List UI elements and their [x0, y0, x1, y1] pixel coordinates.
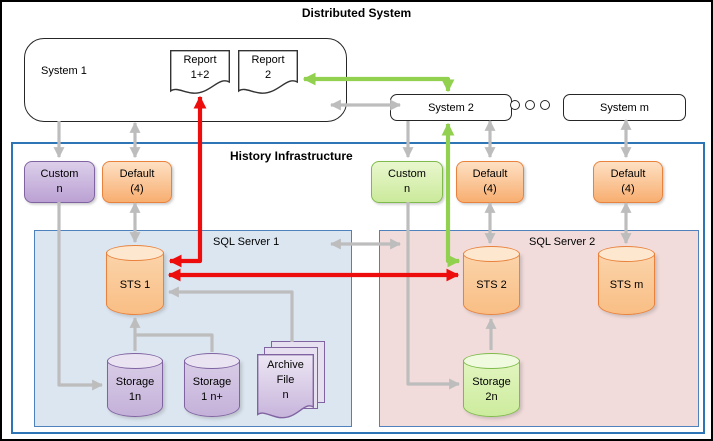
system-2-node: System 2 — [390, 94, 512, 121]
ellipsis-circle-icon — [510, 100, 520, 110]
diagram-title: Distributed System — [301, 6, 412, 20]
adapter-label-line2: (4) — [130, 183, 144, 195]
sts-2-database: STS 2 — [463, 246, 520, 315]
storage-1n-plus-label-line1: Storage — [192, 376, 232, 388]
sql-server-2-label: SQL Server 2 — [529, 236, 596, 248]
default-adapter-system2-node: Default (4) — [456, 161, 524, 203]
archive-label-line2: File — [276, 374, 295, 386]
adapter-label-line1: Default — [472, 168, 508, 180]
cylinder-top-icon — [107, 353, 163, 369]
adapter-label-line2: (4) — [621, 183, 635, 195]
archive-label-line3: n — [282, 389, 289, 401]
sts-2-label: STS 2 — [476, 279, 507, 291]
storage-2n-label-line2: 2n — [485, 391, 498, 403]
sts-1-database: STS 1 — [106, 245, 164, 315]
system-2-label: System 2 — [428, 101, 474, 114]
system-1-label: System 1 — [41, 65, 87, 77]
cylinder-top-icon — [463, 353, 520, 369]
adapter-label-line2: n — [56, 183, 63, 195]
storage-2n-database: Storage 2n — [463, 353, 520, 417]
adapter-label-line2: (4) — [483, 183, 497, 195]
system-m-label: System m — [600, 101, 649, 114]
archive-front-page-icon — [257, 354, 314, 419]
report-1-2-label-line2: 1+2 — [190, 69, 210, 81]
archive-file-node: Archive File n — [257, 340, 327, 420]
cylinder-top-icon — [106, 245, 164, 261]
custom-adapter-system2-node: Custom n — [371, 161, 443, 203]
sts-m-label: STS m — [609, 279, 644, 291]
report-2-node: Report 2 — [238, 50, 298, 96]
default-adapter-system1-node: Default (4) — [102, 161, 172, 203]
document-shape-icon — [170, 50, 230, 94]
default-adapter-systemm-node: Default (4) — [593, 161, 663, 203]
sts-m-database: STS m — [598, 246, 655, 315]
ellipsis-circles — [510, 100, 550, 110]
ellipsis-circle-icon — [525, 100, 535, 110]
storage-1n-label-line2: 1n — [128, 391, 142, 403]
sts-1-label: STS 1 — [119, 278, 151, 291]
report-1-2-node: Report 1+2 — [170, 50, 230, 96]
system-m-node: System m — [563, 94, 686, 121]
storage-1n-plus-label-line2: 1 n+ — [201, 391, 223, 403]
ellipsis-circle-icon — [540, 100, 550, 110]
report-2-label-line2: 2 — [264, 69, 272, 81]
cylinder-top-icon — [184, 353, 240, 369]
report-2-label-line1: Report — [251, 54, 285, 66]
adapter-label-line2: n — [403, 183, 411, 195]
storage-2n-label-line1: Storage — [472, 376, 511, 388]
cylinder-top-icon — [463, 246, 520, 262]
adapter-label-line1: Custom — [388, 168, 426, 180]
adapter-label-line1: Default — [610, 168, 646, 180]
archive-label-line1: Archive — [267, 359, 304, 371]
history-infrastructure-label: History Infrastructure — [230, 149, 353, 163]
cylinder-top-icon — [598, 246, 655, 262]
adapter-label-line1: Default — [119, 168, 155, 180]
adapter-label-line1: Custom — [40, 168, 79, 180]
sql-server-1-label: SQL Server 1 — [213, 236, 280, 248]
storage-1n-label-line1: Storage — [115, 376, 155, 388]
custom-adapter-system1-node: Custom n — [24, 161, 95, 203]
document-shape-icon — [238, 50, 298, 94]
report-1-2-label-line1: Report — [183, 54, 217, 66]
storage-1n-plus-database: Storage 1 n+ — [184, 353, 240, 417]
storage-1n-database: Storage 1n — [107, 353, 163, 417]
